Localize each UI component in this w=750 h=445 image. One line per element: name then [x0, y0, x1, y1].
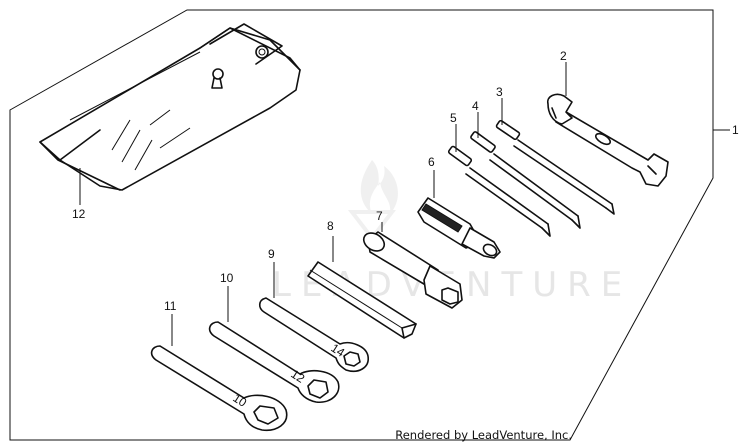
box-wrench-b: 12 — [208, 321, 340, 404]
box-wrench-a: 14 — [258, 297, 369, 372]
part-number-6: 6 — [428, 155, 435, 169]
part-number-11: 11 — [164, 299, 177, 313]
kit-outline — [9, 9, 714, 441]
part-number-8: 8 — [327, 219, 334, 233]
credit-text: Rendered by LeadVenture, Inc. — [395, 428, 572, 442]
part-number-1: 1 — [732, 123, 739, 137]
watermark-flame-icon — [347, 160, 398, 242]
screwdriver-long — [495, 119, 615, 215]
part-number-5: 5 — [450, 111, 457, 125]
spanner-wrench — [546, 93, 669, 187]
part-number-10: 10 — [220, 271, 234, 285]
part-number-4: 4 — [472, 99, 479, 113]
plug-wrench — [362, 231, 463, 309]
part-number-7: 7 — [376, 209, 383, 223]
tool-bag — [39, 23, 301, 191]
part-number-3: 3 — [496, 85, 503, 99]
part-number-2: 2 — [560, 49, 567, 63]
handle-bar — [307, 261, 417, 339]
part-number-9: 9 — [268, 247, 275, 261]
screwdriver-short — [447, 145, 551, 237]
screwdriver-grip — [417, 197, 501, 259]
screwdriver-mid — [470, 131, 581, 229]
box-wrench-c: 10 — [150, 345, 288, 432]
part-number-12: 12 — [72, 207, 86, 221]
